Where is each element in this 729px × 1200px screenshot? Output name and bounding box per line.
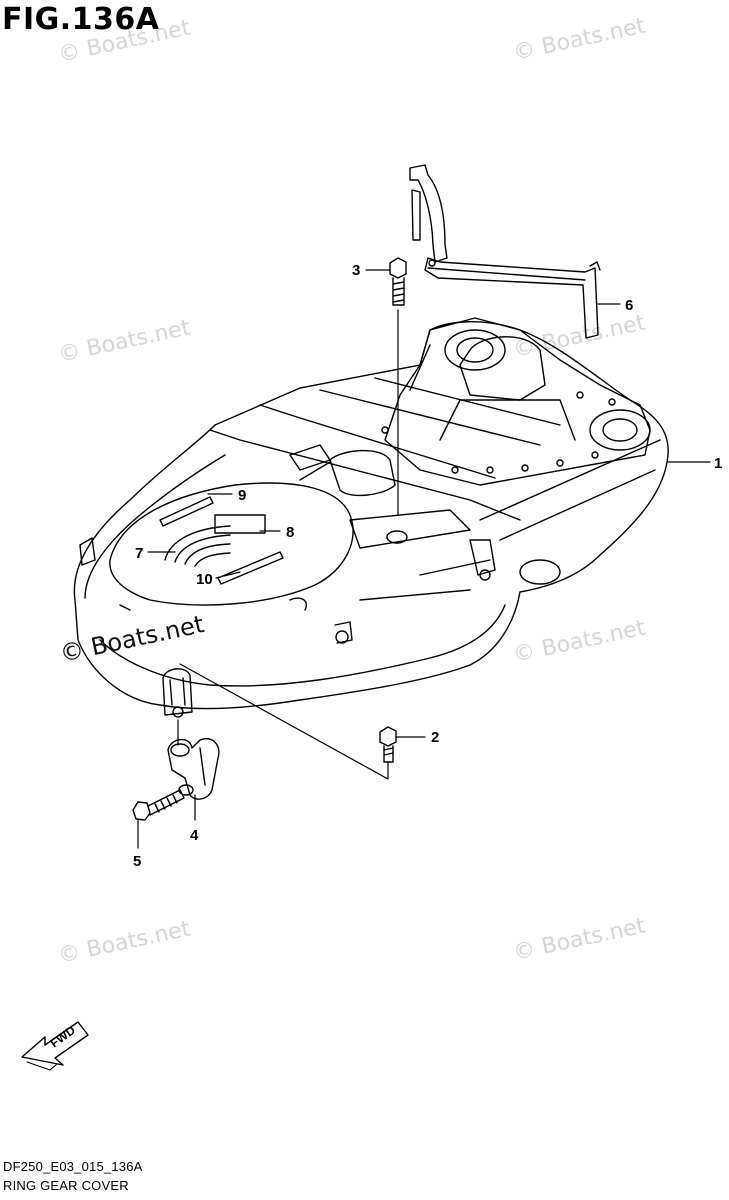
fwd-arrow-icon	[21, 1021, 89, 1071]
drawing-code: DF250_E03_015_136A	[3, 1159, 143, 1174]
leader-lines	[137, 269, 711, 849]
ring-gear-cover	[73, 317, 669, 718]
callout-7: 7	[135, 545, 143, 562]
watermark: © Boats.net	[511, 310, 648, 362]
callout-5: 5	[133, 853, 141, 870]
clamp-part-4	[167, 738, 220, 800]
callout-6: 6	[625, 297, 633, 314]
watermark: © Boats.net	[511, 615, 648, 667]
bracket-part-6	[409, 164, 601, 339]
figure-name: RING GEAR COVER	[3, 1178, 129, 1193]
callout-8: 8	[286, 524, 294, 541]
bolt-part-5	[132, 789, 185, 821]
watermark: © Boats.net	[511, 13, 648, 65]
callout-1: 1	[714, 455, 722, 472]
assembly-line-2	[179, 663, 389, 780]
callout-4: 4	[190, 827, 199, 844]
callout-3: 3	[352, 262, 360, 279]
watermark: © Boats.net	[56, 15, 193, 67]
watermark: © Boats.net	[511, 913, 648, 965]
leader-10	[215, 571, 241, 579]
bolt-part-3	[389, 257, 407, 306]
watermark: © Boats.net	[56, 916, 193, 968]
watermark: © Boats.net	[56, 315, 193, 367]
callout-10: 10	[196, 571, 213, 588]
figure-title: FIG.136A	[2, 2, 160, 37]
watermark-group: © Boats.net © Boats.net © Boats.net © Bo…	[56, 13, 648, 968]
bolt-part-2	[379, 726, 397, 763]
callout-numbers: 1 2 3 4 5 6 7 8 9 10	[133, 262, 722, 870]
callout-2: 2	[431, 729, 439, 746]
watermark-highlight: © Boats.net	[57, 610, 206, 668]
callout-9: 9	[238, 487, 246, 504]
